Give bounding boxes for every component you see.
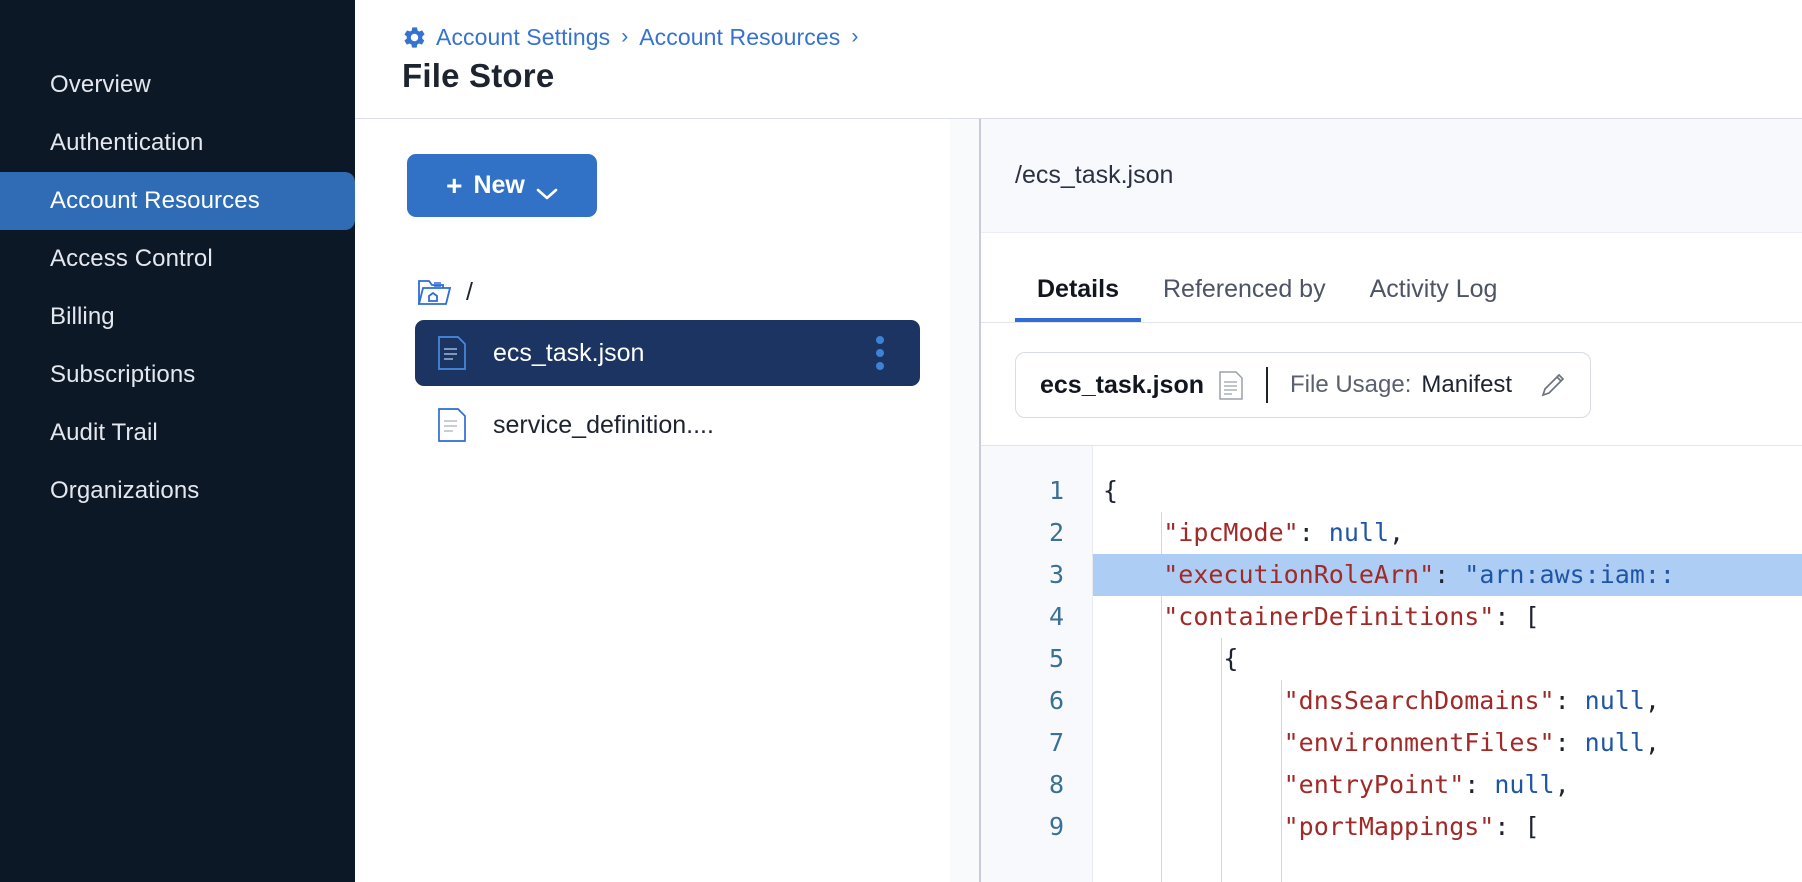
code-line: "entryPoint": null, (1283, 770, 1570, 799)
sidebar-item-organizations[interactable]: Organizations (0, 462, 355, 520)
code-gutter: 1 2 3 4 5 6 7 8 9 (981, 446, 1093, 882)
main-content: Account Settings › Account Resources › F… (355, 0, 1802, 882)
code-line: { (1103, 476, 1119, 505)
sidebar: Overview Authentication Account Resource… (0, 0, 355, 882)
file-tree: / ecs_task.json (355, 270, 950, 458)
line-number: 8 (1048, 770, 1064, 799)
file-info-section: ecs_task.json File Usage: Manifest (981, 323, 1802, 445)
file-info-card: ecs_task.json File Usage: Manifest (1015, 352, 1592, 418)
sidebar-item-label: Organizations (50, 477, 200, 504)
line-number: 4 (1048, 602, 1064, 631)
sidebar-item-subscriptions[interactable]: Subscriptions (0, 346, 355, 404)
breadcrumb-separator-trailing: › (851, 25, 859, 48)
sidebar-item-audit-trail[interactable]: Audit Trail (0, 404, 355, 462)
breadcrumb-link-account-settings[interactable]: Account Settings (436, 23, 611, 50)
file-browser-panel: + New (355, 119, 950, 882)
workspace: + New (355, 119, 1802, 882)
tab-details[interactable]: Details (1015, 275, 1141, 322)
chevron-down-icon (536, 179, 558, 199)
code-line: { (1103, 644, 1239, 673)
pencil-edit-icon[interactable] (1538, 370, 1568, 400)
kebab-menu-icon[interactable] (876, 336, 884, 370)
line-number: 9 (1048, 812, 1064, 841)
sidebar-item-label: Access Control (50, 245, 213, 272)
page-header: Account Settings › Account Resources › F… (355, 0, 1802, 119)
code-line: "environmentFiles": null, (1283, 728, 1660, 757)
info-divider (1266, 367, 1268, 403)
file-name-label: service_definition.... (493, 410, 714, 439)
sidebar-item-label: Overview (50, 71, 151, 98)
file-usage-value: Manifest (1421, 371, 1513, 398)
document-icon (1218, 370, 1244, 401)
sidebar-item-billing[interactable]: Billing (0, 288, 355, 346)
new-button-label: New (473, 171, 525, 199)
file-tree-item-ecs-task[interactable]: ecs_task.json (415, 320, 920, 386)
page-title: File Store (402, 56, 555, 94)
tab-label: Activity Log (1369, 275, 1498, 303)
file-tree-item-service-definition[interactable]: service_definition.... (415, 392, 920, 458)
file-name-label: ecs_task.json (493, 338, 645, 367)
line-number: 3 (1048, 560, 1064, 589)
sidebar-item-label: Account Resources (50, 187, 260, 214)
tree-root-folder[interactable]: / (355, 270, 950, 314)
sidebar-item-authentication[interactable]: Authentication (0, 114, 355, 172)
sidebar-item-label: Authentication (50, 129, 204, 156)
breadcrumb: Account Settings › Account Resources › (402, 24, 1802, 51)
line-number: 5 (1048, 644, 1064, 673)
code-line: "ipcMode": null, (1163, 518, 1405, 547)
plus-icon: + (446, 169, 463, 201)
code-viewer[interactable]: 1 2 3 4 5 6 7 8 9 { (981, 445, 1802, 882)
sidebar-item-label: Subscriptions (50, 361, 196, 388)
breadcrumb-link-account-resources[interactable]: Account Resources (639, 23, 841, 50)
sidebar-item-account-resources[interactable]: Account Resources (0, 172, 355, 230)
tab-activity-log[interactable]: Activity Log (1348, 275, 1520, 322)
tab-label: Referenced by (1162, 275, 1326, 303)
file-doc-icon (437, 407, 467, 443)
tab-label: Details (1037, 275, 1119, 303)
line-number: 1 (1048, 476, 1064, 505)
tab-referenced-by[interactable]: Referenced by (1141, 275, 1348, 322)
file-path-text: /ecs_task.json (1015, 161, 1174, 189)
code-line: "portMappings": [ (1283, 812, 1540, 841)
new-button[interactable]: + New (407, 154, 597, 217)
line-number: 6 (1048, 686, 1064, 715)
sidebar-item-label: Audit Trail (50, 419, 158, 446)
file-usage-label: File Usage: (1290, 371, 1412, 398)
code-content[interactable]: { "ipcMode": null, "executionRoleArn": "… (1093, 446, 1802, 882)
sidebar-item-access-control[interactable]: Access Control (0, 230, 355, 288)
file-json-icon (437, 335, 467, 371)
folder-home-icon (417, 277, 452, 307)
gear-icon (402, 25, 427, 50)
line-number: 7 (1048, 728, 1064, 757)
line-number: 2 (1048, 518, 1064, 547)
details-tabs: Details Referenced by Activity Log (981, 233, 1802, 323)
panel-splitter[interactable] (950, 119, 981, 882)
sidebar-item-label: Billing (50, 303, 115, 330)
code-line: "dnsSearchDomains": null, (1283, 686, 1660, 715)
code-line: "containerDefinitions": [ (1163, 602, 1540, 631)
file-path-bar: /ecs_task.json (981, 119, 1802, 233)
sidebar-item-overview[interactable]: Overview (0, 56, 355, 114)
breadcrumb-separator: › (621, 25, 629, 48)
tree-root-label: / (466, 277, 473, 306)
details-panel: /ecs_task.json Details Referenced by Act… (981, 119, 1802, 882)
file-info-name: ecs_task.json (1040, 370, 1204, 399)
code-line-highlighted: "executionRoleArn": "arn:aws:iam:: (1093, 554, 1802, 596)
